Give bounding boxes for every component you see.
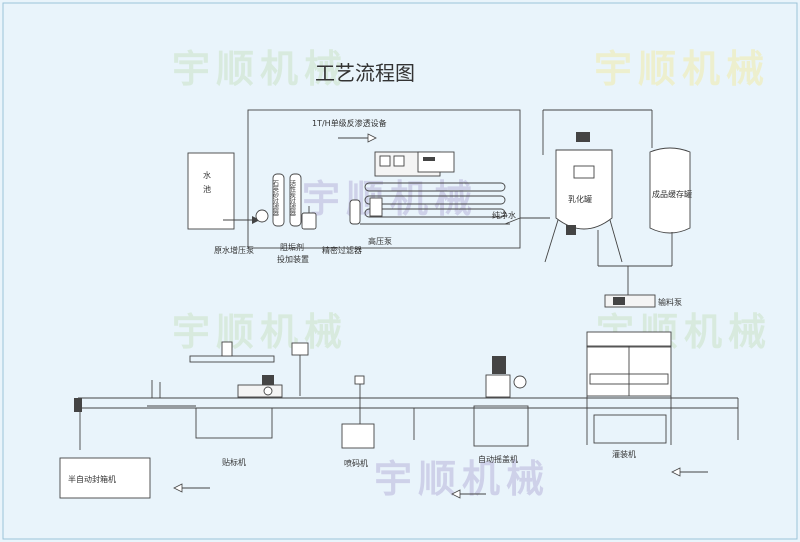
watermark-mid-left: 宇顺机械 xyxy=(172,310,348,354)
transfer-pump-icon xyxy=(613,297,625,305)
carbon-filter-label: 活性炭过滤器 xyxy=(289,179,296,217)
coding-machine xyxy=(341,375,375,449)
ro-flow-arrow-icon xyxy=(338,133,377,143)
watermark-top-right: 宇顺机械 xyxy=(594,47,770,91)
flow-arrow-right-icon xyxy=(671,467,708,477)
flow-arrow-center-icon xyxy=(451,489,486,499)
coding-machine-label: 喷码机 xyxy=(344,458,368,468)
watermark-center: 宇顺机械 xyxy=(302,177,478,221)
capping-machine xyxy=(473,356,529,447)
high-pressure-pump-icon xyxy=(369,197,383,217)
finished-buffer-tank xyxy=(649,147,691,234)
sand-filter-vessel xyxy=(272,173,285,227)
filling-machine-label: 灌装机 xyxy=(612,449,636,459)
water-pool-label-2: 池 xyxy=(203,184,211,194)
diagram-title: 工艺流程图 xyxy=(315,61,415,85)
labeling-machine-label: 贴标机 xyxy=(222,457,246,467)
capping-machine-label: 自动摇盖机 xyxy=(478,454,518,464)
hp-pump-label: 高压泵 xyxy=(368,236,392,246)
emulsifying-tank xyxy=(542,109,653,263)
ro-system-label: 1T/H单级反渗透设备 xyxy=(312,118,387,128)
precision-filter-vessel xyxy=(349,199,361,225)
buffer-tank-label: 成品缓存罐 xyxy=(652,189,692,199)
raw-water-pump-icon xyxy=(255,209,269,223)
dosing-label-1: 阻垢剂 xyxy=(280,242,304,252)
filling-machine xyxy=(586,331,672,445)
ro-system-frame xyxy=(247,109,521,249)
main-conveyor xyxy=(74,397,739,450)
sealing-machine xyxy=(59,457,151,499)
watermark-top-left: 宇顺机械 xyxy=(172,47,348,91)
transfer-pump-label: 输料泵 xyxy=(658,297,682,307)
sand-filter-label: 石英砂过滤器 xyxy=(272,180,279,217)
labeling-machine xyxy=(147,341,309,439)
transfer-pump-base xyxy=(604,294,656,308)
raw-pump-label: 原水增压泵 xyxy=(214,245,254,255)
carbon-filter-vessel xyxy=(289,173,302,227)
emulsify-tank-label: 乳化罐 xyxy=(568,194,592,204)
pool-outlet-arrow-icon xyxy=(252,216,260,224)
pure-water-label: 纯净水 xyxy=(492,210,516,220)
precision-filter-label: 精密过滤器 xyxy=(322,245,362,255)
dosing-tank xyxy=(301,212,317,230)
flow-arrow-left-icon xyxy=(173,483,210,493)
dosing-label-2: 投加装置 xyxy=(277,254,309,264)
sealing-machine-label: 半自动封箱机 xyxy=(68,474,116,484)
water-pool xyxy=(187,152,235,230)
water-pool-label-1: 水 xyxy=(203,170,211,180)
ro-membrane-rack xyxy=(360,151,510,225)
